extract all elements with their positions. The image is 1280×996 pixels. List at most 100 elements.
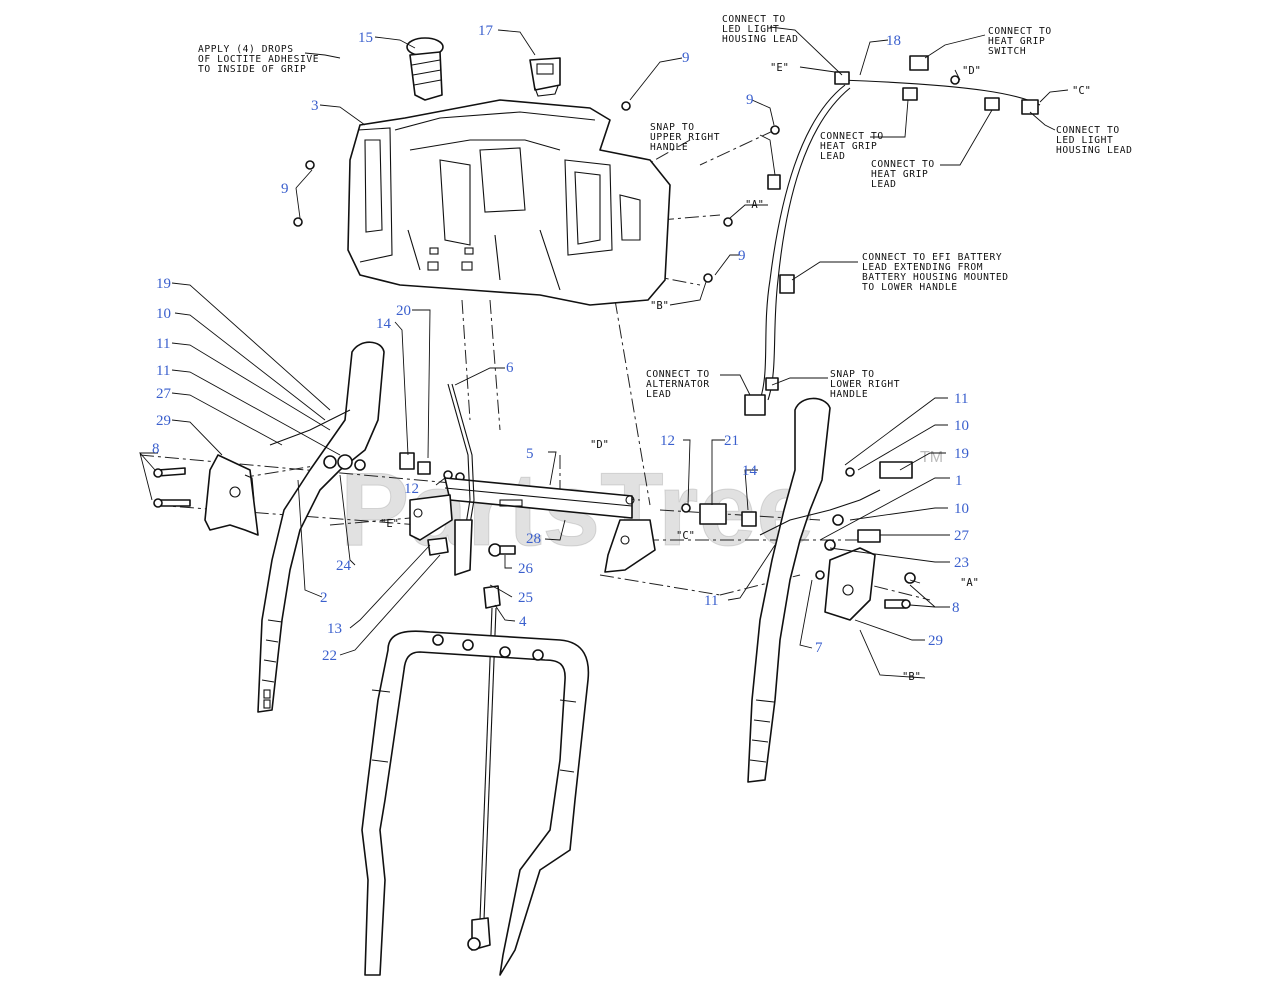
svg-text:HOUSING LEAD: HOUSING LEAD	[722, 34, 799, 45]
callout-11-right-a: 11	[954, 391, 968, 407]
callout-5: 5	[526, 446, 534, 462]
note-heat-grip-lead-2: CONNECT TO HEAT GRIP LEAD	[871, 159, 934, 190]
callout-26: 26	[518, 561, 534, 577]
ref-b-right: "B"	[902, 671, 921, 683]
leader-lines	[139, 26, 1069, 679]
callout-11-right-b: 11	[704, 593, 718, 609]
left-pivot-parts	[269, 409, 465, 482]
watermark-tm: TM	[920, 449, 943, 466]
heat-grip-switch-part	[529, 57, 561, 97]
svg-text:BATTERY HOUSING MOUNTED: BATTERY HOUSING MOUNTED	[862, 272, 1009, 283]
note-snap-upper: SNAP TO UPPER RIGHT HANDLE	[650, 122, 720, 153]
svg-text:APPLY (4) DROPS: APPLY (4) DROPS	[198, 44, 294, 55]
note-snap-lower: SNAP TO LOWER RIGHT HANDLE	[830, 369, 900, 400]
ref-d-top: "D"	[962, 65, 981, 77]
note-loctite: APPLY (4) DROPS OF LOCTITE ADHESIVE TO I…	[198, 44, 319, 75]
cross-bar	[409, 477, 656, 573]
callout-8-left: 8	[152, 441, 160, 457]
bolts-left	[153, 467, 191, 508]
callout-10-right-b: 10	[954, 501, 969, 517]
heat-grip-part	[406, 37, 444, 101]
callout-25: 25	[518, 590, 533, 606]
callout-9-left: 9	[281, 181, 289, 197]
svg-text:OF LOCTITE ADHESIVE: OF LOCTITE ADHESIVE	[198, 54, 319, 65]
callout-14-left: 14	[376, 316, 392, 332]
screws-part-9	[293, 101, 780, 283]
svg-text:LEAD EXTENDING FROM: LEAD EXTENDING FROM	[862, 262, 983, 273]
shift-rod-lower	[467, 585, 501, 951]
ref-c-top: "C"	[1072, 85, 1091, 97]
callout-10-left: 10	[156, 306, 171, 322]
svg-text:LED LIGHT: LED LIGHT	[722, 24, 779, 35]
shift-rod-upper	[427, 383, 516, 576]
callout-6: 6	[506, 360, 514, 376]
callout-19-right: 19	[954, 446, 969, 462]
callout-11-left-a: 11	[156, 336, 170, 352]
note-led-right: CONNECT TO LED LIGHT HOUSING LEAD	[1056, 125, 1133, 156]
svg-text:HOUSING LEAD: HOUSING LEAD	[1056, 145, 1133, 156]
console-housing	[347, 99, 671, 306]
callout-9-right: 9	[738, 248, 746, 264]
svg-text:TO LOWER HANDLE: TO LOWER HANDLE	[862, 282, 958, 293]
callout-17: 17	[478, 23, 494, 39]
svg-text:CONNECT TO: CONNECT TO	[820, 131, 884, 142]
svg-text:UPPER RIGHT: UPPER RIGHT	[650, 132, 720, 143]
svg-text:LOWER RIGHT: LOWER RIGHT	[830, 379, 900, 390]
callout-29-right: 29	[928, 633, 943, 649]
callout-12-left: 12	[404, 481, 419, 497]
svg-text:TO INSIDE OF GRIP: TO INSIDE OF GRIP	[198, 64, 306, 75]
wire-harness	[744, 55, 1041, 416]
svg-text:CONNECT TO: CONNECT TO	[722, 14, 786, 25]
callout-28: 28	[526, 531, 541, 547]
ref-e-mid: "E"	[380, 518, 399, 530]
svg-text:CONNECT TO: CONNECT TO	[988, 26, 1052, 37]
callout-3: 3	[311, 98, 319, 114]
svg-text:HEAT GRIP: HEAT GRIP	[988, 36, 1045, 47]
callout-13: 13	[327, 621, 342, 637]
callout-10-right-a: 10	[954, 418, 969, 434]
ref-a-right: "A"	[960, 577, 979, 589]
svg-text:SNAP TO: SNAP TO	[830, 369, 875, 380]
svg-text:CONNECT TO EFI BATTERY: CONNECT TO EFI BATTERY	[862, 252, 1002, 263]
note-alternator: CONNECT TO ALTERNATOR LEAD	[646, 369, 710, 400]
left-side-panel	[204, 454, 259, 536]
callout-21: 21	[724, 433, 739, 449]
callout-15: 15	[358, 30, 373, 46]
callout-2: 2	[320, 590, 328, 606]
note-led-left: CONNECT TO LED LIGHT HOUSING LEAD	[722, 14, 799, 45]
ref-e-top: "E"	[770, 62, 789, 74]
svg-text:HANDLE: HANDLE	[650, 142, 688, 153]
callout-20: 20	[396, 303, 411, 319]
callout-7: 7	[815, 640, 823, 656]
callout-4: 4	[519, 614, 527, 630]
right-side-panel	[824, 547, 876, 621]
ref-c-mid: "C"	[676, 530, 695, 542]
svg-text:HEAT GRIP: HEAT GRIP	[820, 141, 877, 152]
callout-14-right: 14	[742, 463, 758, 479]
right-upper-handle	[747, 397, 831, 783]
note-heat-grip-lead-1: CONNECT TO HEAT GRIP LEAD	[820, 131, 884, 162]
ref-d-mid: "D"	[590, 439, 609, 451]
callout-11-left-b: 11	[156, 363, 170, 379]
svg-text:CONNECT TO: CONNECT TO	[1056, 125, 1120, 136]
svg-text:SWITCH: SWITCH	[988, 46, 1026, 57]
callout-18: 18	[886, 33, 901, 49]
callout-24: 24	[336, 558, 352, 574]
callout-22: 22	[322, 648, 337, 664]
callout-9-right-top: 9	[746, 92, 754, 108]
svg-text:ALTERNATOR: ALTERNATOR	[646, 379, 710, 390]
callout-27-right: 27	[954, 528, 970, 544]
svg-text:SNAP TO: SNAP TO	[650, 122, 695, 133]
assembly-notes: APPLY (4) DROPS OF LOCTITE ADHESIVE TO I…	[198, 14, 1133, 400]
svg-text:LEAD: LEAD	[646, 389, 672, 400]
reference-letters: "E" "D" "C" "A" "B" "D" "E" "C" "A" "B"	[380, 62, 1091, 683]
svg-text:CONNECT TO: CONNECT TO	[646, 369, 710, 380]
callout-27-left: 27	[156, 386, 172, 402]
callout-8-right: 8	[952, 600, 960, 616]
note-efi-battery: CONNECT TO EFI BATTERY LEAD EXTENDING FR…	[862, 252, 1009, 293]
callout-numbers: 15 17 9 3 9 9 18 9 19 10 11 11 27 29 8 1…	[152, 23, 970, 664]
svg-text:HEAT GRIP: HEAT GRIP	[871, 169, 928, 180]
callout-19-left: 19	[156, 276, 171, 292]
ref-b-top: "B"	[650, 300, 669, 312]
